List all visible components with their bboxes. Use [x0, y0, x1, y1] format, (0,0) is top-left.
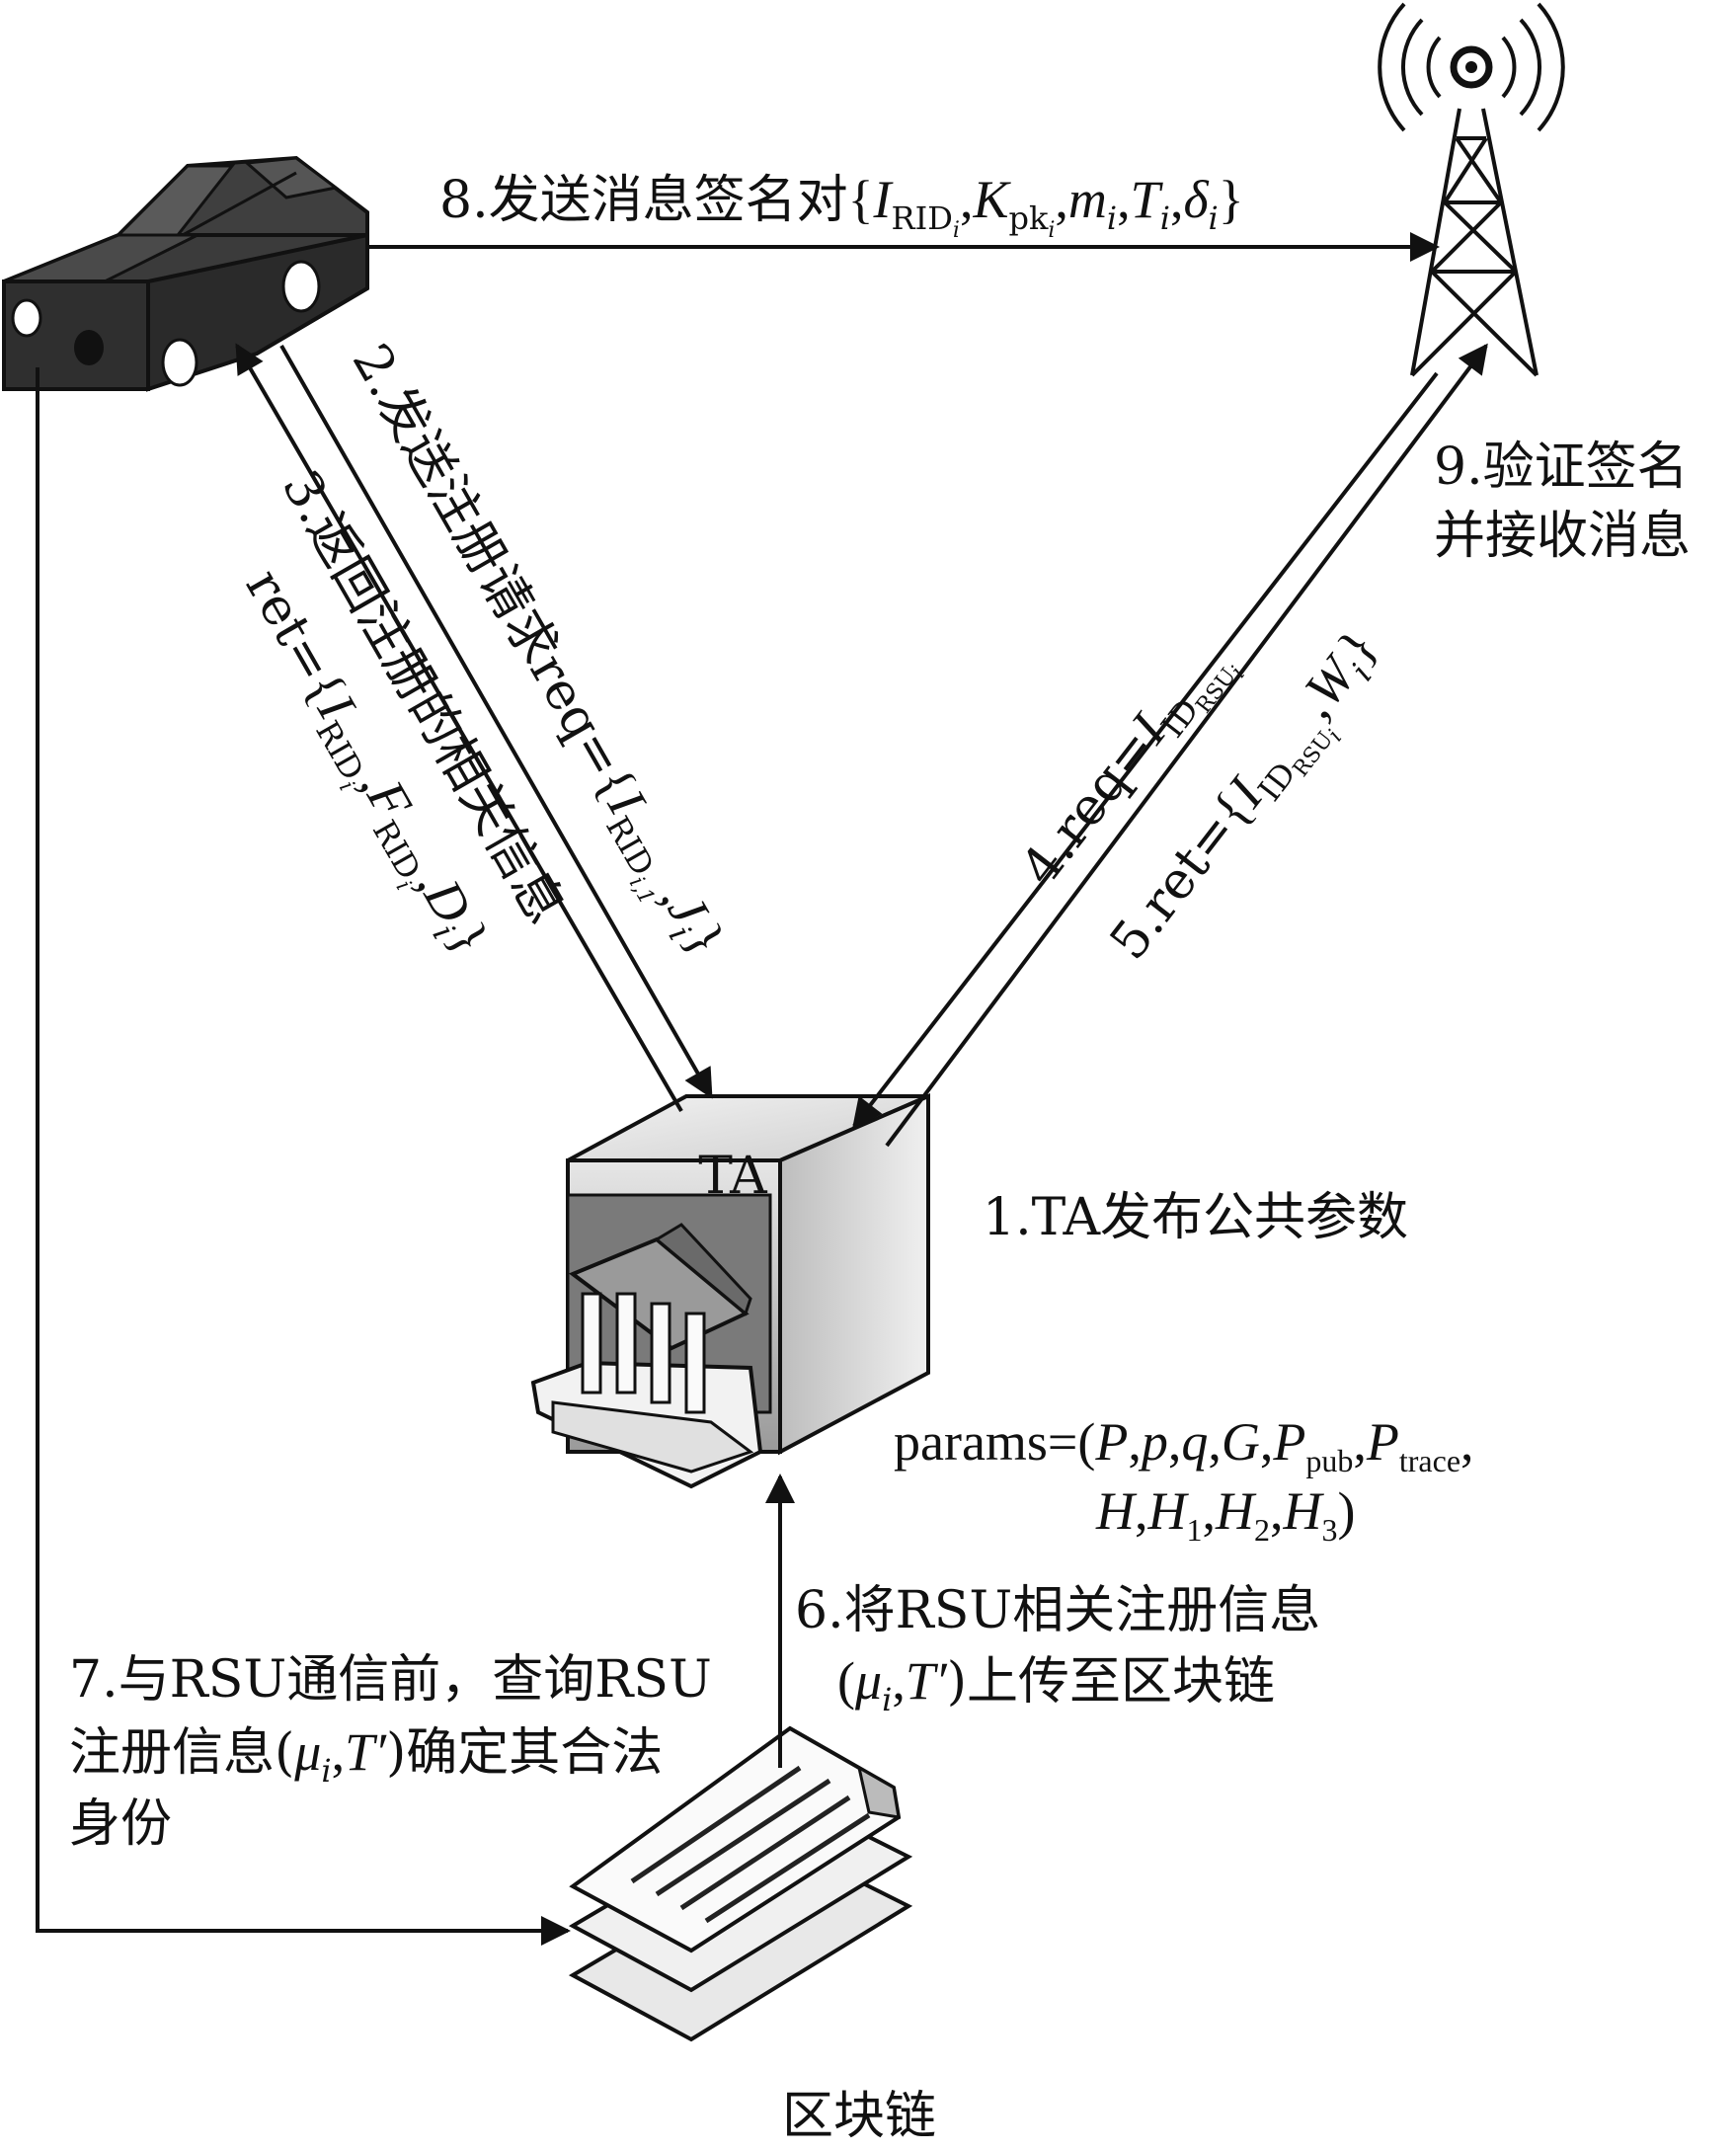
arrow-step3 — [235, 343, 683, 1113]
blockchain-document-icon — [568, 1725, 913, 2042]
step8-label: 8.发送消息签名对{IRIDi,Kpki,mi,Ti,δi} — [439, 170, 1244, 243]
step9-label-line1: 9.验证签名 — [1434, 438, 1689, 497]
ta-label: TA — [698, 1147, 768, 1206]
blockchain-label: 区块链 — [782, 2087, 936, 2146]
step7-label-line2: 注册信息(μi,T′)确定其合法 — [69, 1722, 663, 1790]
step7-label-line1: 7.与RSU通信前，查询RSU — [69, 1650, 712, 1710]
step7-label-line3: 身份 — [69, 1794, 172, 1854]
arrow-step4 — [852, 371, 1439, 1129]
step1-label: 1.TA发布公共参数 — [983, 1188, 1408, 1247]
params-line1: params=(P,p,q,G,Ppub,Ptrace, — [894, 1412, 1474, 1478]
arrow-step5 — [885, 343, 1488, 1148]
arrow-step2 — [279, 345, 713, 1099]
step9-label-line2: 并接收消息 — [1434, 507, 1691, 566]
rsu-tower-icon — [1378, 2, 1565, 377]
vehicle-icon — [1, 155, 369, 392]
arrow-step7 — [36, 367, 571, 1946]
step6-label-line1: 6.将RSU相关注册信息 — [795, 1581, 1320, 1640]
step6-label-line2: (μi,T′)上传至区块链 — [837, 1651, 1275, 1718]
params-line2: H,H1,H2,H3) — [1095, 1481, 1355, 1548]
